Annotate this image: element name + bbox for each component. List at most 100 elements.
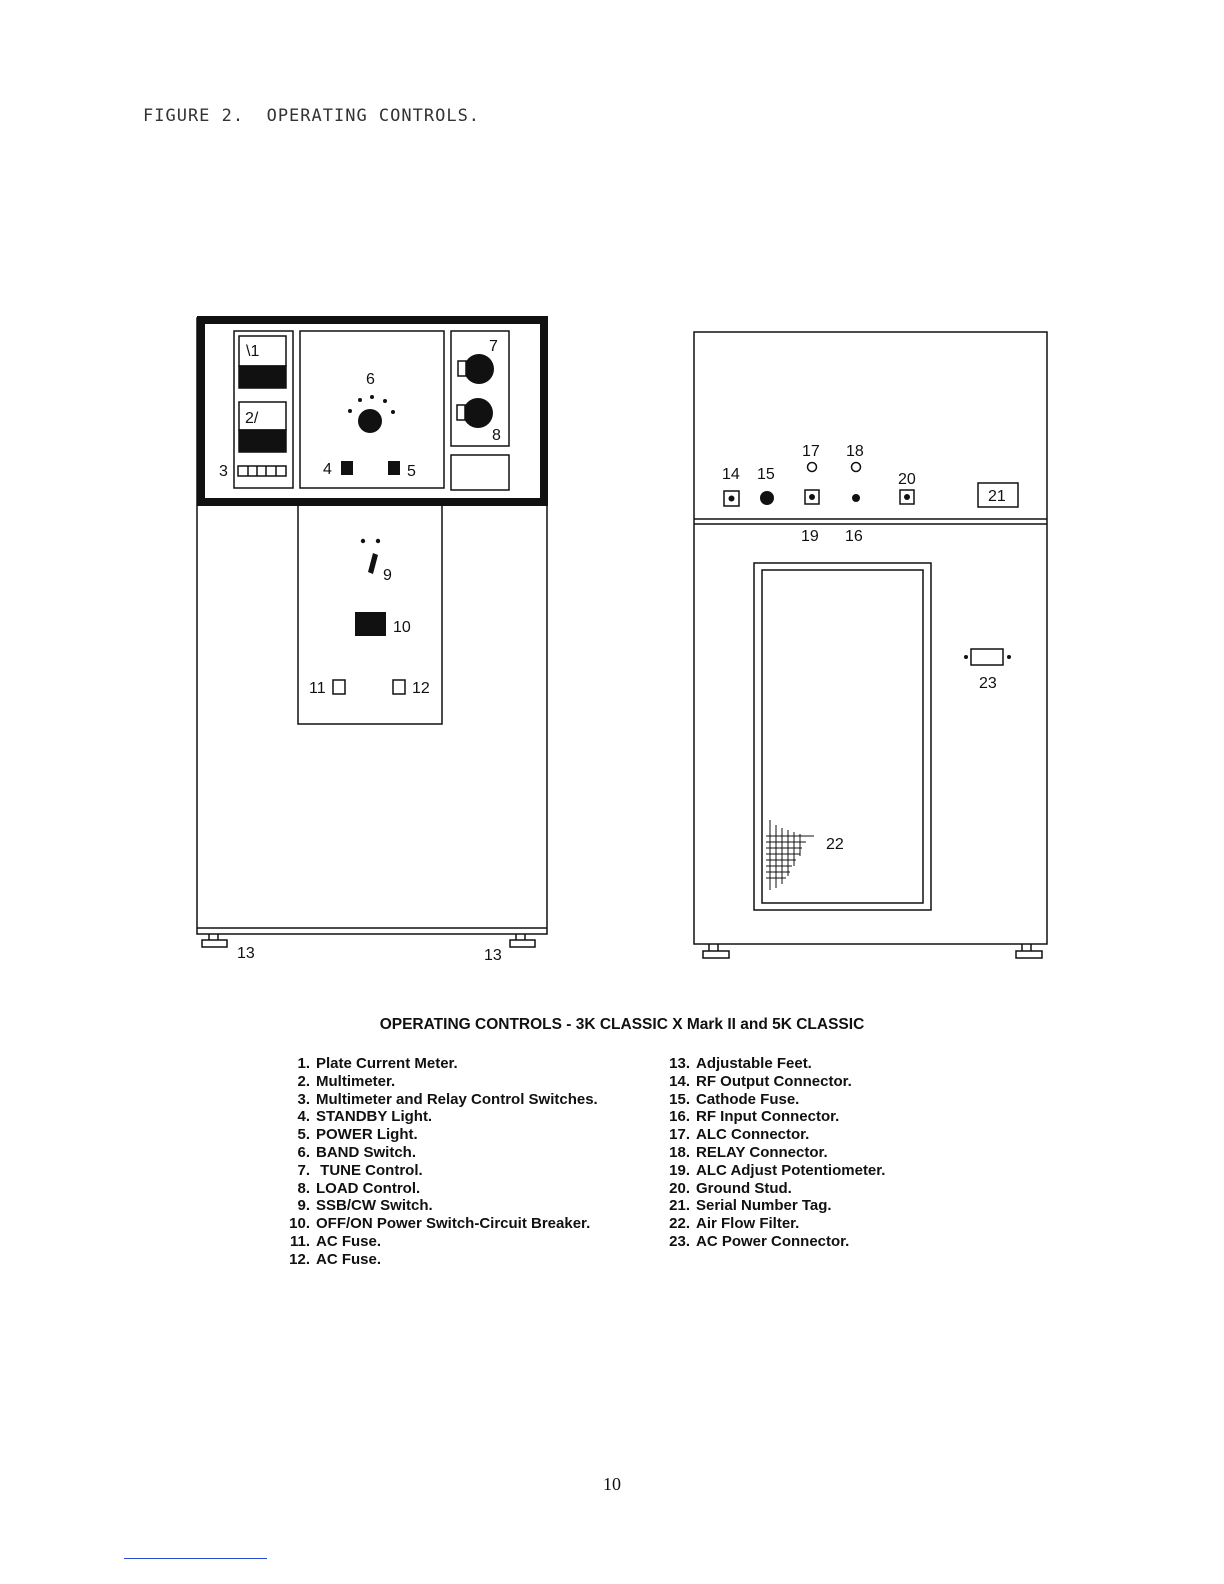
- front-feet: [201, 934, 536, 948]
- legend-item-number: 1.: [297, 1055, 310, 1072]
- power-light: [388, 461, 400, 475]
- front-right-foot: [509, 934, 536, 948]
- air-filter-frame: [753, 562, 932, 911]
- legend-item: 9.SSB/CW Switch.: [280, 1197, 598, 1215]
- legend-item: 20. Ground Stud.: [660, 1180, 885, 1198]
- legend-item: 16. RF Input Connector.: [660, 1108, 885, 1126]
- legend-item-number: 12.: [289, 1250, 310, 1268]
- band-dot: [370, 395, 374, 399]
- callout-5: 5: [407, 463, 416, 480]
- legend-item-text: Plate Current Meter.: [316, 1055, 458, 1072]
- power-switch: [355, 612, 386, 636]
- rear-right-foot: [1015, 944, 1043, 959]
- legend-item-number: 6.: [297, 1143, 310, 1161]
- tune-load-module: [450, 330, 510, 447]
- rf-output-pin: [728, 495, 735, 502]
- legend-item-text: AC Fuse.: [316, 1232, 382, 1250]
- legend-item-number: 16.: [669, 1108, 690, 1126]
- legend-item: 17.ALC Connector.: [660, 1126, 885, 1144]
- legend-item: 15.Cathode Fuse.: [660, 1091, 885, 1109]
- cathode-fuse: [760, 491, 774, 505]
- legend-item-text: POWER Light.: [316, 1126, 418, 1144]
- legend-item-text: ALC Adjust Potentiometer.: [696, 1161, 886, 1179]
- callout-11: 11: [309, 680, 326, 697]
- legend-item-number: 14.: [669, 1072, 690, 1090]
- ac-screw-right: [1007, 655, 1011, 659]
- standby-light: [341, 461, 353, 475]
- legend-item: 12.AC Fuse.: [280, 1251, 598, 1269]
- ac-power-connector: [970, 648, 1004, 666]
- legend-item: 11. AC Fuse.: [280, 1233, 598, 1251]
- ac-fuse-11: [332, 679, 346, 695]
- alc-pot-shaft: [809, 494, 815, 500]
- callout-12: 12: [412, 680, 430, 697]
- legend-item-number: 7.: [297, 1161, 310, 1179]
- legend-item-number: 22.: [669, 1215, 690, 1233]
- legend-item-text: Ground Stud.: [696, 1179, 792, 1197]
- meter-module: [233, 330, 294, 489]
- cw-dot: [375, 538, 381, 544]
- legend-item-number: 19.: [669, 1161, 690, 1179]
- footnote-rule: [124, 1558, 267, 1559]
- legend-item-text: LOAD Control.: [316, 1179, 421, 1197]
- rf-output-connector: [723, 490, 740, 507]
- front-left-foot: [201, 934, 228, 948]
- alc-connector: [806, 461, 818, 473]
- legend-left: 1.Plate Current Meter.2.Multimeter.3.Mul…: [280, 1055, 598, 1269]
- callout-9: 9: [383, 567, 392, 584]
- legend-item-number: 5.: [297, 1126, 310, 1144]
- legend-item: 8.LOAD Control.: [280, 1180, 598, 1198]
- legend-item: 14. RF Output Connector.: [660, 1073, 885, 1091]
- alc-adjust-potentiometer: [804, 489, 820, 505]
- legend-item-number: 3.: [297, 1090, 310, 1108]
- legend-item: 19. ALC Adjust Potentiometer.: [660, 1162, 885, 1180]
- legend-item-text: ALC Connector.: [696, 1126, 810, 1144]
- legend-item-text: BAND Switch.: [316, 1143, 417, 1161]
- legend-item: 7. TUNE Control.: [280, 1162, 598, 1180]
- callout-16: 16: [845, 528, 863, 545]
- legend-item-number: 21.: [669, 1197, 690, 1215]
- air-filter-inner: [761, 569, 924, 904]
- tune-knob-skirt: [457, 360, 467, 377]
- callout-13-left: 13: [237, 945, 255, 962]
- ac-fuse-12: [392, 679, 406, 695]
- legend-item-number: 23.: [669, 1232, 690, 1250]
- callout-21: 21: [988, 488, 1006, 505]
- legend-item-number: 15.: [669, 1090, 690, 1108]
- ground-stud: [899, 489, 915, 505]
- legend-item-number: 2.: [297, 1072, 310, 1090]
- legend-item: 6. BAND Switch.: [280, 1144, 598, 1162]
- legend-item-text: RF Output Connector.: [696, 1072, 852, 1090]
- legend-item-number: 18.: [669, 1143, 690, 1161]
- legend-item-text: AC Power Connector.: [696, 1232, 850, 1250]
- band-switch-knob: [358, 409, 382, 433]
- legend-item-number: 10.: [289, 1215, 310, 1233]
- legend-item-number: 20.: [669, 1179, 690, 1197]
- meter1-glyph: \1: [246, 343, 259, 360]
- band-dot: [391, 410, 395, 414]
- legend-item-text: Multimeter and Relay Control Switches.: [316, 1090, 598, 1108]
- tune-knob: [464, 354, 494, 384]
- rf-input-connector: [852, 494, 860, 502]
- legend-item-number: 11.: [289, 1232, 310, 1250]
- legend-item: 21.Serial Number Tag.: [660, 1197, 885, 1215]
- front-panel-view: [196, 316, 548, 935]
- callout-22: 22: [826, 836, 844, 853]
- legend-item-number: 4.: [297, 1108, 310, 1126]
- ac-screw-left: [964, 655, 968, 659]
- callout-10: 10: [393, 619, 411, 636]
- legend-item-number: 13.: [669, 1055, 690, 1072]
- legend-item: 10.OFF/ON Power Switch-Circuit Breaker.: [280, 1215, 598, 1233]
- ssb-cw-switch-lever: [368, 553, 378, 574]
- load-knob: [463, 398, 493, 428]
- rear-left-foot: [702, 944, 730, 959]
- meter2-glyph: 2/: [245, 410, 259, 427]
- legend-item: 18.RELAY Connector.: [660, 1144, 885, 1162]
- figure-title: FIGURE 2. OPERATING CONTROLS.: [143, 106, 481, 126]
- relay-control-switches: [237, 465, 287, 477]
- legend-item: 22.Air Flow Filter.: [660, 1215, 885, 1233]
- callout-14: 14: [722, 466, 740, 483]
- legend-item: 23. AC Power Connector.: [660, 1233, 885, 1251]
- legend-item-text: RF Input Connector.: [696, 1108, 840, 1126]
- rear-cabinet: [693, 331, 1048, 945]
